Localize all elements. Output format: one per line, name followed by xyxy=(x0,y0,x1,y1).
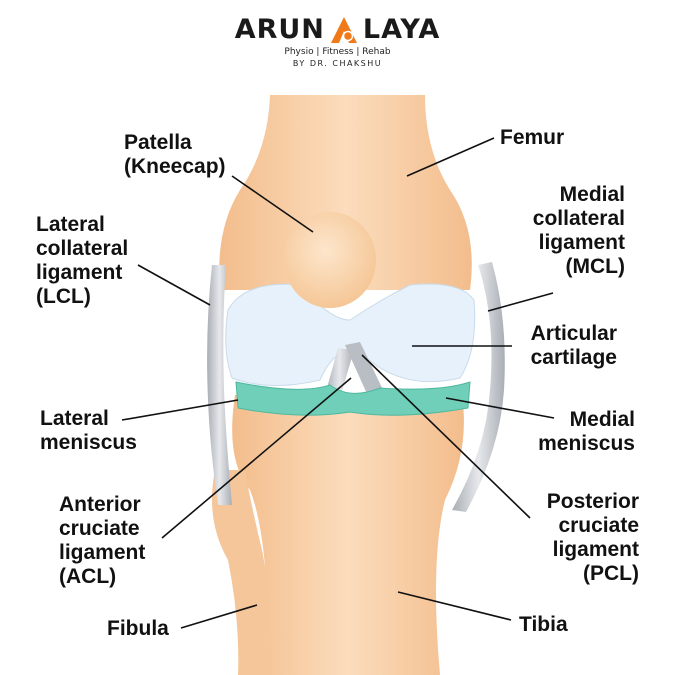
fibula-bone xyxy=(211,470,272,675)
patella-bone xyxy=(284,212,376,308)
label-articular-cartilage: Articular cartilage xyxy=(530,322,617,369)
lcl-ligament xyxy=(207,265,232,505)
logo-text-left: ARUN xyxy=(234,14,325,45)
label-lateral-meniscus: Lateral meniscus xyxy=(40,407,137,454)
label-lcl: Lateral collateral ligament (LCL) xyxy=(36,213,129,308)
label-pcl: Posterior cruciate ligament (PCL) xyxy=(546,490,639,585)
label-medial-meniscus: Medial meniscus xyxy=(538,408,635,455)
logo-byline: BY DR. CHAKSHU xyxy=(292,59,383,68)
label-femur: Femur xyxy=(500,126,565,149)
label-fibula: Fibula xyxy=(107,617,169,640)
label-acl: Anterior cruciate ligament (ACL) xyxy=(59,493,146,588)
logo-a-icon xyxy=(329,15,359,45)
label-mcl: Medial collateral ligament (MCL) xyxy=(532,183,625,278)
meniscus xyxy=(235,381,471,416)
acl-ligament xyxy=(325,348,354,398)
articular-cartilage xyxy=(225,283,476,386)
label-patella: Patella (Kneecap) xyxy=(124,131,226,178)
logo-wordmark: ARUN LAYA xyxy=(235,14,441,45)
leader-lines xyxy=(121,137,555,629)
logo: ARUN LAYA Physio | Fitness | Rehab BY DR… xyxy=(0,14,675,68)
logo-tagline: Physio | Fitness | Rehab xyxy=(284,47,391,57)
femur-bone xyxy=(219,95,472,290)
label-tibia: Tibia xyxy=(519,613,568,636)
logo-text-right: LAYA xyxy=(362,14,441,45)
mcl-ligament xyxy=(452,262,505,512)
tibia-bone xyxy=(232,395,464,675)
